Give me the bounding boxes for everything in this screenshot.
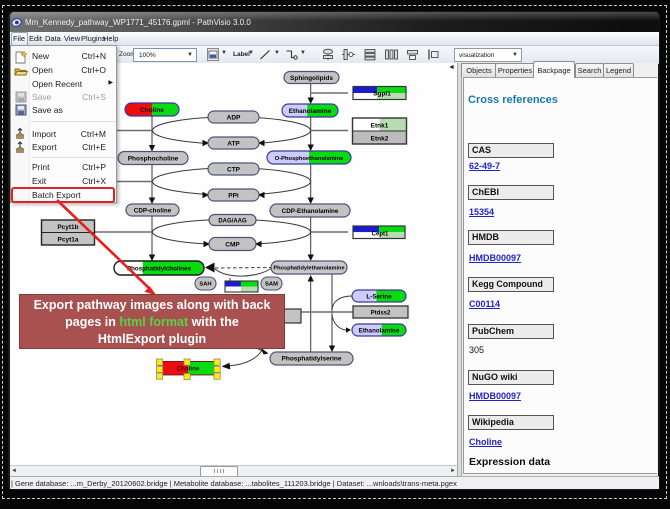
- svg-text:Ethanolamine: Ethanolamine: [289, 108, 332, 115]
- svg-text:ADP: ADP: [227, 115, 241, 122]
- svg-text:Phosphatidylcholines: Phosphatidylcholines: [127, 266, 192, 273]
- svg-text:Etnk1: Etnk1: [371, 123, 389, 130]
- svg-text:PPi: PPi: [228, 193, 239, 200]
- svg-text:Etnk2: Etnk2: [371, 136, 389, 143]
- svg-text:CMP: CMP: [225, 242, 240, 249]
- svg-text:Cept1: Cept1: [372, 232, 389, 238]
- svg-text:Phosphatidylserine: Phosphatidylserine: [282, 356, 342, 363]
- svg-text:SAM: SAM: [265, 282, 278, 288]
- svg-text:Phosphatidylethanolamine: Phosphatidylethanolamine: [273, 266, 344, 272]
- svg-text:Sphingolipids: Sphingolipids: [290, 75, 333, 82]
- svg-text:SAH: SAH: [199, 282, 211, 288]
- svg-text:CDP-Ethanolamine: CDP-Ethanolamine: [282, 208, 339, 215]
- svg-text:ATP: ATP: [227, 141, 240, 148]
- svg-text:L-Serine: L-Serine: [366, 294, 392, 301]
- svg-text:O-Phosphoethanolamine: O-Phosphoethanolamine: [275, 156, 344, 162]
- svg-text:Choline: Choline: [140, 107, 164, 114]
- svg-text:Ethanolamine: Ethanolamine: [359, 328, 400, 335]
- svg-text:CDP-choline: CDP-choline: [134, 208, 172, 215]
- svg-text:DAG/AAG: DAG/AAG: [218, 219, 247, 225]
- svg-text:Sgpl1: Sgpl1: [373, 91, 391, 98]
- svg-text:Ptdss2: Ptdss2: [371, 311, 391, 317]
- svg-text:Pcyt1b: Pcyt1b: [57, 224, 78, 231]
- svg-text:Phosphocholine: Phosphocholine: [128, 156, 179, 163]
- svg-text:Pcyt1a: Pcyt1a: [58, 237, 79, 244]
- svg-text:CTP: CTP: [227, 167, 241, 174]
- svg-text:Choline: Choline: [177, 366, 200, 373]
